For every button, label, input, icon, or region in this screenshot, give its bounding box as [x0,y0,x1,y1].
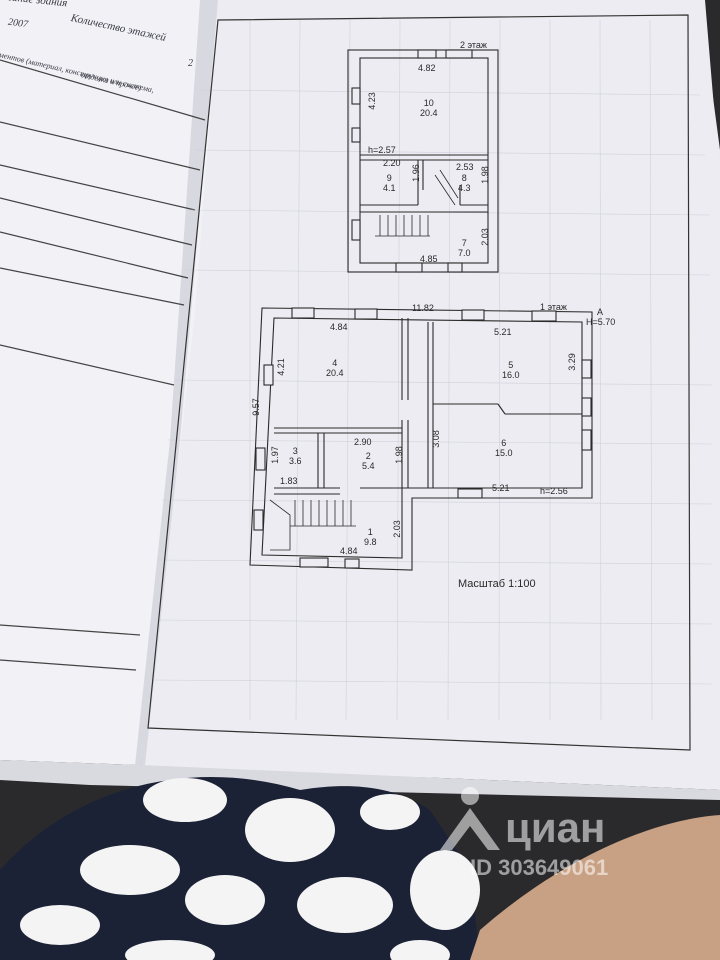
room-10-area: 20.4 [420,108,438,118]
room-9: 9 4.1 [383,173,396,193]
room-1-number: 1 [367,527,373,537]
room-7: 7 7.0 [458,238,471,258]
paper-grid [151,19,713,721]
form-floors-value: 2 [188,58,193,69]
floor1-label: 1 этаж [540,302,567,312]
floor2-label: 2 этаж [460,40,487,50]
room-4-number: 4 [332,358,338,368]
room-1-area: 9.8 [364,537,377,547]
room-8-number: 8 [461,173,467,183]
f1-dim-total-width: 11.82 [412,303,434,313]
room-3-number: 3 [292,446,298,456]
f1-dim-room1-w: 4.84 [340,546,358,556]
f1-dim-room6-w: 5.21 [492,483,510,493]
scale-label: Масштаб 1:100 [458,578,536,590]
floor1-plan [249,307,593,571]
f2-dim-room9-w: 2.20 [383,158,401,168]
page-frame [147,14,691,751]
room-8-area: 4.3 [458,183,471,193]
plan-page [140,0,720,790]
room-2-number: 2 [365,451,371,461]
floor2-plan [347,49,499,273]
room-10: 10 20.4 [420,98,438,118]
f1-dim-room5-w: 5.21 [494,327,512,337]
form-page [0,0,215,765]
room-6-number: 6 [501,438,507,448]
f1-dim-height: h=2.56 [540,486,568,496]
arm [470,815,720,960]
room-5-area: 16.0 [502,370,520,380]
room-9-area: 4.1 [383,183,396,193]
room-2-area: 5.4 [362,461,375,471]
f2-dim-height: h=2.57 [368,145,396,155]
room-7-area: 7.0 [458,248,471,258]
watermark-id: ID 303649061 [470,855,609,880]
room-4-area: 20.4 [326,368,344,378]
axis-mark: А [597,307,604,317]
room-3-area: 3.6 [289,456,302,466]
room-9-number: 9 [386,173,392,183]
f1-dim-room3-w: 1.83 [280,476,298,486]
room-4: 4 20.4 [326,358,344,378]
f1-dim-room2-w: 2.90 [354,437,372,447]
room-10-number: 10 [423,98,434,108]
f2-dim-top: 4.82 [418,63,436,73]
room-5-number: 5 [508,360,514,370]
room-3: 3 3.6 [289,446,302,466]
f1-dim-room4-w: 4.84 [330,322,348,332]
room-6-area: 15.0 [495,448,513,458]
fabric-dots [20,778,480,960]
room-2: 2 5.4 [362,451,375,471]
f2-dim-bottom: 4.85 [420,254,438,264]
room-6: 6 15.0 [495,438,513,458]
watermark-brand: циан [505,804,606,851]
room-7-number: 7 [461,238,467,248]
room-1: 1 9.8 [364,527,377,547]
room-5: 5 16.0 [502,360,520,380]
room-8: 8 4.3 [458,173,471,193]
f2-dim-room8-w: 2.53 [456,162,474,172]
height-mark: H=5.70 [586,317,616,327]
